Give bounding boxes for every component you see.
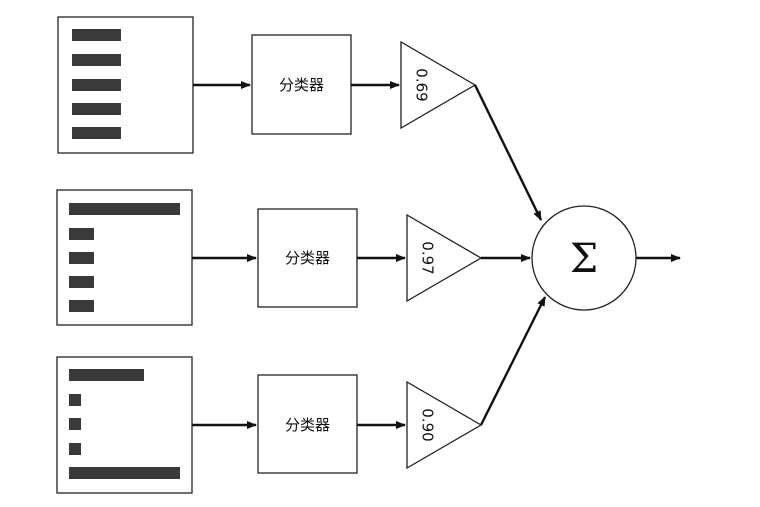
classifier-box-frame xyxy=(257,208,358,308)
feature-bar xyxy=(72,29,121,41)
weight-label: 0.90 xyxy=(419,408,437,441)
classifier-box-3: 分类器 xyxy=(257,374,358,474)
weight-triangle-1: 0.69 xyxy=(400,40,477,130)
classifier-label: 分类器 xyxy=(285,416,330,434)
row-2: 分类器 0.97 xyxy=(56,189,531,326)
feature-bar xyxy=(72,127,121,139)
classifier-box-frame xyxy=(251,34,352,135)
feature-bar xyxy=(72,79,121,91)
classifier-label: 分类器 xyxy=(279,76,324,94)
feature-bar xyxy=(69,252,94,264)
feature-panel-3 xyxy=(56,356,193,494)
arrow-weight-to-sum xyxy=(473,84,543,221)
feature-bar xyxy=(69,369,144,381)
feature-bar xyxy=(69,228,94,240)
feature-bar xyxy=(69,203,180,215)
row-3: 分类器 0.90 xyxy=(56,296,547,494)
sum-node: Σ xyxy=(531,205,637,311)
feature-bar xyxy=(72,54,121,66)
feature-bar xyxy=(69,467,180,479)
feature-bar xyxy=(69,300,94,312)
feature-bar xyxy=(69,276,94,288)
feature-panel-2 xyxy=(56,189,193,326)
weight-label: 0.69 xyxy=(413,68,431,101)
arrow-weight-to-sum xyxy=(479,296,547,426)
feature-bar xyxy=(69,394,81,406)
feature-panel-1 xyxy=(57,16,194,154)
weight-triangle xyxy=(400,40,477,130)
row-1: 分类器 0.69 xyxy=(57,16,543,221)
feature-bar xyxy=(69,443,81,455)
weight-triangle xyxy=(406,380,483,470)
classifier-label: 分类器 xyxy=(285,249,330,267)
weight-label: 0.97 xyxy=(419,241,437,274)
weight-triangle-3: 0.90 xyxy=(406,380,483,470)
weight-triangle xyxy=(406,213,483,303)
weight-triangle-2: 0.97 xyxy=(406,213,483,303)
feature-bar xyxy=(69,418,81,430)
sigma-symbol: Σ xyxy=(570,236,598,282)
classifier-box-2: 分类器 xyxy=(257,208,358,308)
feature-bar xyxy=(72,103,121,115)
classifier-box-1: 分类器 xyxy=(251,34,352,135)
